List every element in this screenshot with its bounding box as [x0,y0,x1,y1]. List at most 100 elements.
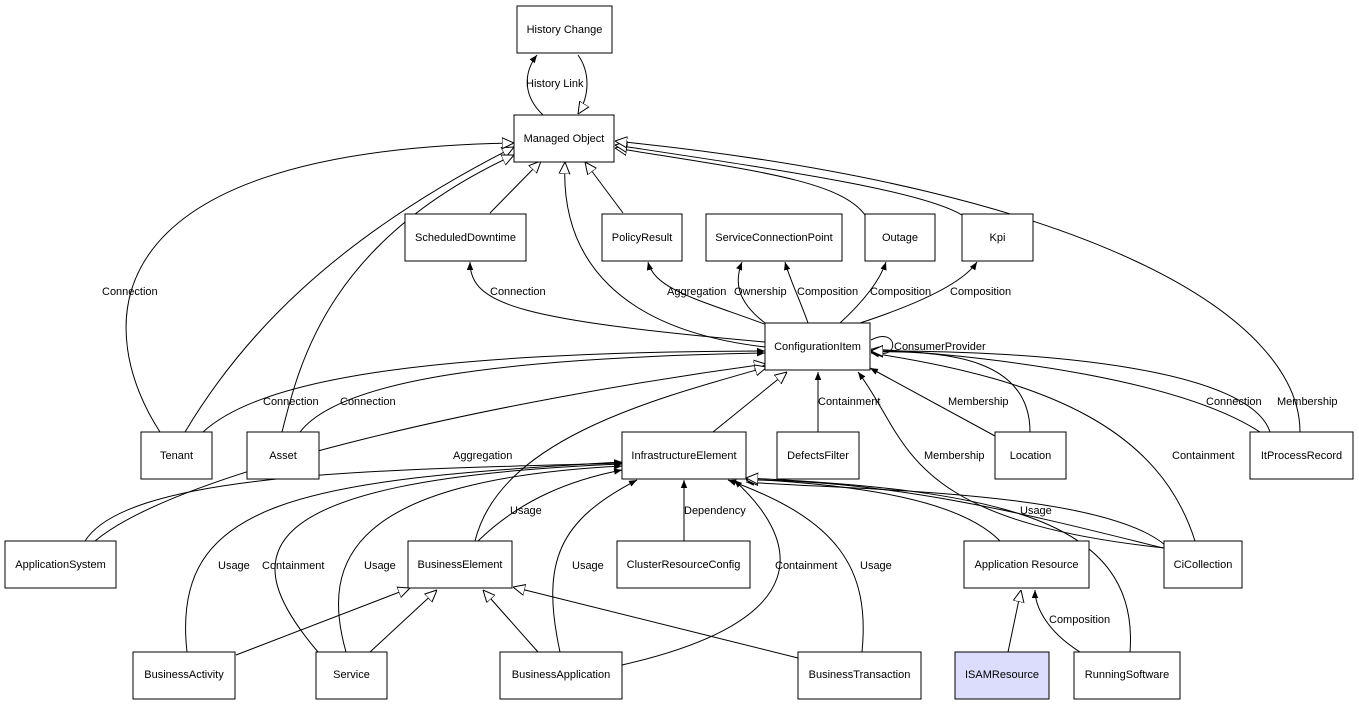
label-ci-scp-composition: Composition [797,286,858,298]
node-business-application[interactable]: BusinessApplication [499,651,623,700]
label-be-usage: Usage [510,505,542,517]
node-business-transaction[interactable]: BusinessTransaction [797,651,922,700]
node-managed-object[interactable]: Managed Object [513,114,615,163]
edge-ci-collection-inherits-ie [746,480,1164,549]
node-label: History Change [527,24,603,36]
node-label: DefectsFilter [787,450,849,462]
label-tenant-ci-connection: Connection [263,396,319,408]
node-ci-collection[interactable]: CiCollection [1163,540,1243,589]
node-label: ISAMResource [965,669,1039,681]
node-label: BusinessTransaction [809,669,911,681]
edge-business-application-inherits-be [483,590,539,653]
node-application-system[interactable]: ApplicationSystem [4,540,117,589]
node-business-element[interactable]: BusinessElement [407,540,513,589]
edge-ci-ownership-service-connection-point [736,261,766,324]
edge-asset-inherits-managed-object [281,155,514,433]
label-consumer-provider: ConsumerProvider [894,341,986,353]
edge-location-inherits-ci [871,352,1031,433]
edge-history-link [526,54,544,116]
node-label: Managed Object [524,133,605,145]
edge-business-activity-inherits-be [235,588,410,656]
node-isam-resource[interactable]: ISAMResource [954,651,1050,700]
edge-ci-aggregation-policy-result [646,261,768,326]
node-scheduled-downtime[interactable]: ScheduledDowntime [404,213,527,262]
node-configuration-item[interactable]: ConfigurationItem [764,322,871,371]
node-label: Service [333,669,370,681]
node-outage[interactable]: Outage [864,213,936,262]
edge-business-transaction-usage-ie [727,479,864,653]
label-cc-usage: Usage [1020,505,1052,517]
node-label: Asset [269,450,297,462]
node-label: BusinessApplication [512,669,610,681]
node-policy-result[interactable]: PolicyResult [601,213,683,262]
nodes: History Change Managed Object ScheduledD… [4,5,1354,700]
node-service[interactable]: Service [315,651,388,700]
edge-running-software-inherits-ie [746,478,1131,653]
node-running-software[interactable]: RunningSoftware [1073,651,1181,700]
node-label: ItProcessRecord [1261,450,1342,462]
edge-ci-composition-kpi [859,261,978,324]
edge-kpi-inherits-managed-object [615,145,963,216]
node-label: PolicyResult [612,232,673,244]
label-rs-composition: Composition [1049,614,1110,626]
node-it-process-record[interactable]: ItProcessRecord [1249,431,1354,480]
label-bt-usage: Usage [860,560,892,572]
node-defects-filter[interactable]: DefectsFilter [776,431,860,480]
edge-scheduled-downtime-inherits-managed-object [489,161,541,214]
node-label: Tenant [160,450,193,462]
node-kpi[interactable]: Kpi [961,213,1034,262]
node-label: BusinessActivity [144,669,224,681]
node-location[interactable]: Location [994,431,1067,480]
node-history-change[interactable]: History Change [516,5,613,54]
edge-business-application-usage-ie [552,479,638,653]
label-bapp-usage: Usage [572,560,604,572]
label-ci-scp-ownership: Ownership [734,286,787,298]
node-business-activity[interactable]: BusinessActivity [132,651,236,700]
node-label: RunningSoftware [1085,669,1169,681]
node-label: ServiceConnectionPoint [715,232,832,244]
label-ba-usage: Usage [218,560,250,572]
node-label: Kpi [990,232,1006,244]
node-label: ApplicationSystem [15,559,106,571]
node-application-resource[interactable]: Application Resource [963,540,1090,589]
label-df-containment: Containment [818,396,880,408]
edge-isam-resource-inherits-ar [1007,590,1021,653]
label-itpr-connection: Connection [1206,396,1262,408]
label-tenant-mo-connection: Connection [102,286,158,298]
node-cluster-resource-config[interactable]: ClusterResourceConfig [616,540,751,589]
edge-policy-result-inherits-managed-object [585,162,624,214]
edge-running-software-composition-ar [1031,589,1081,653]
edge-business-transaction-inherits-be [513,587,799,659]
edge-ci-connection-scheduled-downtime [466,261,766,343]
edge-ci-collection-usage-ie [745,479,1166,546]
node-label: BusinessElement [418,559,503,571]
edge-ci-composition-outage [839,261,887,324]
label-ci-outage-composition: Composition [870,286,931,298]
edge-application-resource-inherits-ie [746,479,1001,542]
node-tenant[interactable]: Tenant [140,431,213,480]
edges [84,54,1301,666]
label-crc-dependency: Dependency [684,505,746,517]
node-infrastructure-element[interactable]: InfrastructureElement [621,431,747,480]
label-itpr-membership: Membership [1277,396,1338,408]
edge-service-containment-ie [274,461,623,653]
label-ci-kpi-composition: Composition [950,286,1011,298]
edge-location-membership-ci [869,367,996,437]
edge-tenant-inherits-managed-object [184,147,514,433]
edge-it-process-record-inherits-ci [871,351,1271,433]
edge-asset-connection-ci [299,349,766,433]
label-ci-pr-aggregation: Aggregation [667,286,726,298]
node-label: ConfigurationItem [774,341,861,353]
edge-ci-composition-service-connection-point [784,261,809,324]
node-label: InfrastructureElement [631,450,736,462]
label-as-aggregation: Aggregation [453,450,512,462]
edge-tenant-connection-managed-object [125,143,514,433]
node-asset[interactable]: Asset [246,431,320,480]
edge-it-process-record-connection-ci [870,346,1261,433]
label-bapp-containment: Containment [775,560,837,572]
edge-history-change-inherits-managed-object [578,54,587,114]
edge-it-process-record-inherits-managed-object [615,141,1301,433]
node-service-connection-point[interactable]: ServiceConnectionPoint [705,213,843,262]
edge-business-application-containment-ie [621,479,781,666]
